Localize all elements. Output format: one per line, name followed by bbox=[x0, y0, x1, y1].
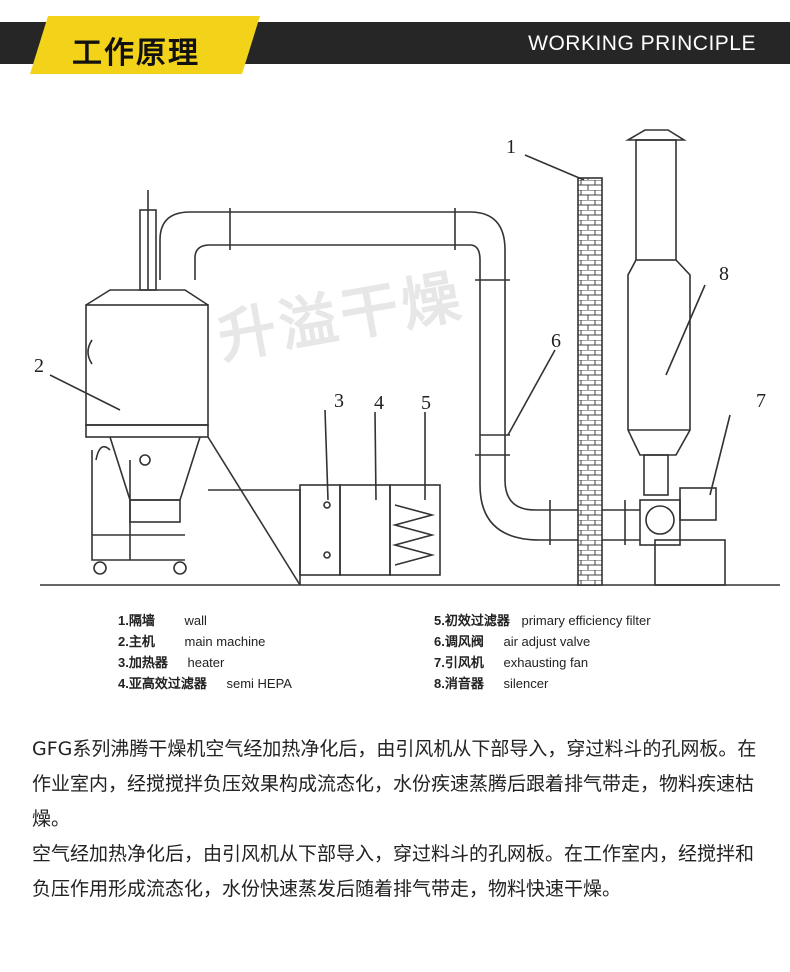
callout-leaders bbox=[49, 154, 731, 501]
working-principle-diagram: 1 2 3 4 5 6 7 8 bbox=[34, 129, 780, 586]
callout-numbers: 1 2 3 4 5 6 7 8 bbox=[34, 136, 766, 414]
callout-3: 3 bbox=[334, 390, 344, 412]
header-title-badge bbox=[30, 16, 260, 74]
callout-6: 6 bbox=[551, 330, 561, 352]
filter-train bbox=[299, 484, 441, 576]
callout-7: 7 bbox=[756, 390, 766, 412]
legend-left: 1.隔墙 wall 2.主机 main machine 3.加热器 heater… bbox=[118, 610, 292, 694]
legend-right: 5.初效过滤器 primary efficiency filter 6.调风阀 … bbox=[434, 610, 651, 694]
legend-item: 7.引风机 exhausting fan bbox=[434, 655, 589, 670]
description: GFG系列沸腾干燥机空气经加热净化后，由引风机从下部导入，穿过料斗的孔网板。在作… bbox=[32, 732, 762, 907]
description-paragraph-1: GFG系列沸腾干燥机空气经加热净化后，由引风机从下部导入，穿过料斗的孔网板。在作… bbox=[32, 738, 757, 830]
callout-8: 8 bbox=[719, 263, 729, 285]
base-housing bbox=[208, 489, 301, 585]
legend-item: 8.消音器 silencer bbox=[434, 676, 549, 691]
legend-item: 1.隔墙 wall bbox=[118, 613, 207, 628]
legend-item: 5.初效过滤器 primary efficiency filter bbox=[434, 613, 651, 628]
callout-1: 1 bbox=[506, 136, 516, 158]
main-machine bbox=[85, 190, 209, 575]
callout-2: 2 bbox=[34, 355, 44, 377]
callout-4: 4 bbox=[374, 392, 384, 414]
legend-item: 3.加热器 heater bbox=[118, 655, 225, 670]
legend-item: 2.主机 main machine bbox=[118, 634, 266, 649]
exhaust-fan bbox=[639, 487, 726, 586]
callout-5: 5 bbox=[421, 392, 431, 414]
description-paragraph-2: 空气经加热净化后，由引风机从下部导入，穿过料斗的孔网板。在工作室内，经搅拌和负压… bbox=[32, 843, 755, 900]
silencer bbox=[625, 129, 691, 496]
partition-wall bbox=[577, 177, 603, 586]
legend-item: 6.调风阀 air adjust valve bbox=[434, 634, 591, 649]
exhaust-duct bbox=[159, 208, 640, 545]
legend-item: 4.亚高效过滤器 semi HEPA bbox=[118, 676, 292, 691]
header-title-cn: 工作原理 bbox=[72, 36, 200, 71]
header-title-en: WORKING PRINCIPLE bbox=[528, 32, 756, 55]
